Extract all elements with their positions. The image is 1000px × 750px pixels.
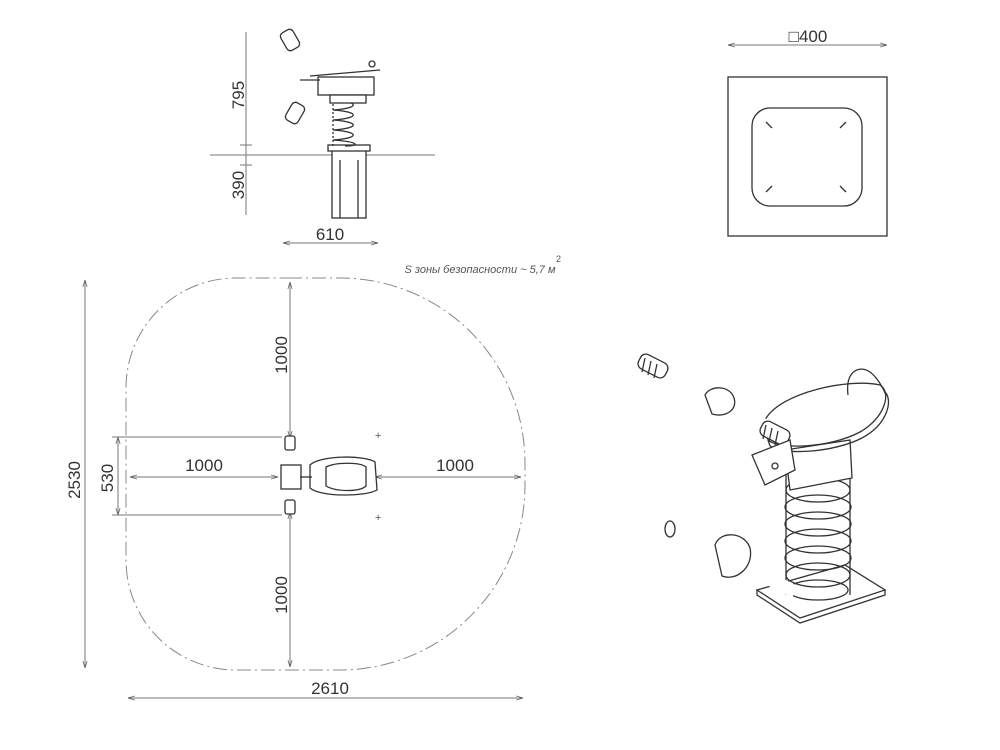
zone-right-label: 1000 [436, 456, 474, 475]
side-handle-grip-top [279, 28, 301, 52]
zone-width-label: 2610 [311, 679, 349, 698]
iso-upper-grip-right [759, 420, 791, 446]
zone-height-label: 2530 [65, 461, 84, 499]
zone-bottom-label: 1000 [272, 576, 291, 614]
foundation-base-plate [751, 107, 863, 207]
seat-width-label: 530 [98, 464, 117, 492]
iso-rear-handle [847, 368, 887, 396]
side-spring [332, 99, 356, 147]
plan-handle-top [284, 435, 296, 451]
safety-zone-plan: 1000 1000 1000 1000 2530 530 2610 S зоны… [65, 254, 561, 698]
svg-text:+: + [375, 512, 382, 524]
foundation-size-label: □400 [789, 27, 828, 46]
side-height-below-label: 390 [229, 171, 248, 199]
equipment-top-view [280, 435, 378, 515]
iso-bracket [751, 439, 796, 486]
zone-left-label: 1000 [185, 456, 223, 475]
zone-top-label: 1000 [272, 336, 291, 374]
side-width-label: 610 [316, 225, 344, 244]
safety-zone-note-superscript: 2 [556, 254, 561, 264]
isometric-view [637, 353, 890, 624]
side-base-plate [327, 144, 371, 152]
foundation-top-view: □400 [727, 27, 888, 237]
safety-zone-outline [125, 277, 526, 671]
svg-text:+: + [375, 430, 382, 442]
iso-seat [764, 382, 887, 447]
plan-handle-bottom [284, 499, 296, 515]
iso-spring [784, 475, 852, 601]
iso-lower-clamp [714, 534, 752, 578]
safety-zone-note: S зоны безопасности ~ 5,7 м [404, 264, 555, 276]
iso-upper-grip-left [637, 353, 669, 379]
side-height-above-label: 795 [229, 81, 248, 109]
side-seat [317, 76, 375, 96]
side-post [331, 147, 367, 219]
iso-upper-clamp [704, 387, 736, 416]
side-handle-grip-bottom [284, 101, 306, 125]
side-view: 795 390 610 [210, 28, 435, 244]
